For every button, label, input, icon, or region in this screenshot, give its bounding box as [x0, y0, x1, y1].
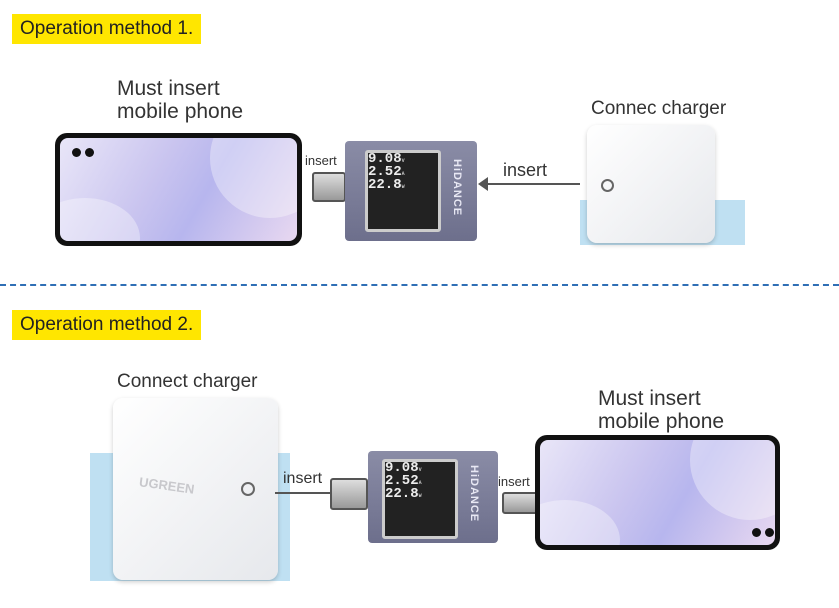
voltage-unit: V — [418, 467, 422, 473]
ugreen-charger: UGREEN — [113, 398, 278, 580]
usb-tester-device: 9.08V 2.52A 22.8W HiDANCE — [345, 141, 477, 241]
current-value: 2.52 — [385, 473, 419, 489]
charger-brand: UGREEN — [138, 474, 196, 497]
lcd-screen: 9.08V 2.52A 22.8W — [365, 150, 441, 232]
power-unit: W — [401, 184, 405, 190]
mobile-phone — [55, 133, 302, 246]
caption-line: Must insert — [598, 387, 701, 410]
method1-phone-caption: Must insert mobile phone — [117, 77, 243, 123]
insert-label: insert — [305, 153, 337, 168]
cable-arrow — [485, 183, 580, 185]
voltage-unit: V — [401, 158, 405, 164]
usb-c-plug — [330, 478, 368, 510]
voltage-value: 9.08 — [385, 460, 419, 476]
usb-c-plug — [312, 172, 346, 202]
caption-line: mobile phone — [117, 100, 244, 123]
usb-c-port-icon — [241, 482, 255, 496]
current-unit: A — [401, 171, 405, 177]
mobile-phone — [535, 435, 780, 550]
device-brand: HiDANCE — [451, 159, 463, 217]
caption-line: mobile phone — [598, 410, 725, 433]
usb-c-port-icon — [601, 179, 614, 192]
charger — [587, 125, 715, 243]
power-value: 22.8 — [385, 486, 419, 502]
voltage-value: 9.08 — [368, 151, 402, 167]
method2-label: Operation method 2. — [12, 310, 202, 340]
power-unit: W — [418, 493, 422, 499]
lcd-screen: 9.08V 2.52A 22.8W — [382, 459, 458, 539]
insert-label: insert — [283, 470, 323, 487]
current-value: 2.52 — [368, 164, 402, 180]
usb-c-plug — [502, 492, 538, 514]
device-brand: HiDANCE — [468, 465, 480, 523]
phone-screen — [540, 440, 775, 545]
insert-label: insert — [498, 474, 530, 489]
method2-phone-caption: Must insert mobile phone — [598, 387, 724, 433]
cable — [275, 492, 335, 494]
method1-label: Operation method 1. — [12, 14, 202, 44]
section-divider — [0, 284, 839, 286]
power-value: 22.8 — [368, 177, 402, 193]
phone-screen — [60, 138, 297, 241]
usb-tester-device: 9.08V 2.52A 22.8W HiDANCE — [368, 451, 498, 543]
method2-charger-caption: Connect charger — [117, 371, 258, 392]
caption-line: Must insert — [117, 77, 220, 100]
insert-label: insert — [503, 160, 548, 180]
method1-charger-caption: Connec charger — [591, 98, 727, 119]
arrow-head-icon — [478, 177, 488, 191]
current-unit: A — [418, 480, 422, 486]
